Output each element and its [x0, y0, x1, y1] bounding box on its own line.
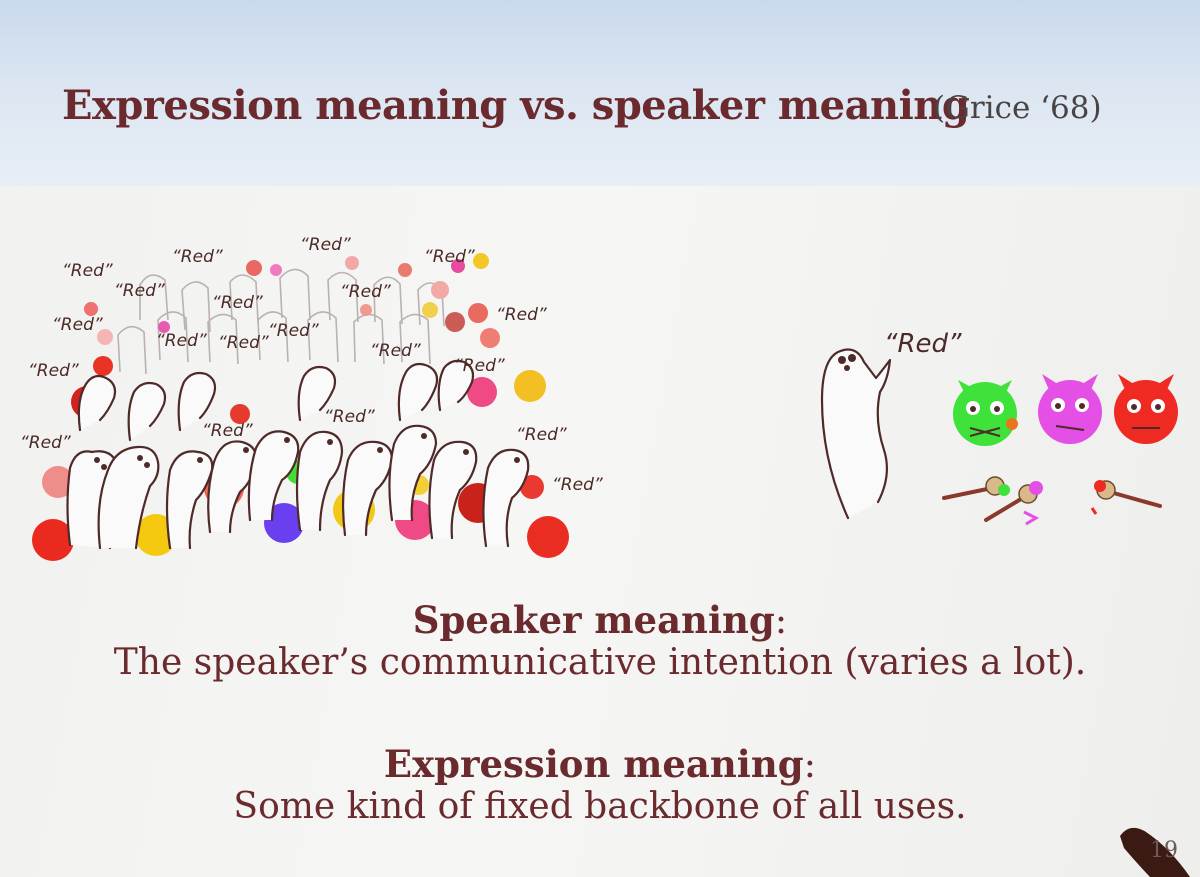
crowd-quote: “Red” [212, 293, 263, 313]
crowd-quotes: “Red” “Red” “Red” “Red” “Red” “Red” “Red… [20, 235, 603, 495]
crowd-quote: “Red” [370, 341, 421, 361]
green-cat-icon [953, 380, 1018, 446]
paintbrush-icon [984, 481, 1043, 526]
crowd-quote: “Red” [20, 433, 71, 453]
speaker-quote: “Red” [884, 329, 962, 359]
expression-meaning-block: Expression meaning: Some kind of fixed b… [0, 742, 1200, 827]
crowd-quote: “Red” [552, 475, 603, 495]
crowd-quote: “Red” [496, 305, 547, 325]
speaker-hand [820, 348, 892, 520]
page-number: 19 [1150, 838, 1178, 863]
crowd-quote: “Red” [424, 247, 475, 267]
red-cat-icon [1114, 374, 1178, 444]
crowd-quote: “Red” [156, 331, 207, 351]
crowd-quote: “Red” [28, 361, 79, 381]
title-band [0, 0, 1200, 186]
paintbrush-icon [1090, 480, 1162, 515]
raised-hands [66, 359, 530, 550]
crowd-illustration: “Red” “Red” “Red” “Red” “Red” “Red” “Red… [20, 235, 603, 561]
speaker-meaning-block: Speaker meaning: The speaker’s communica… [0, 598, 1200, 683]
crowd-quote: “Red” [454, 356, 505, 376]
crowd-quote: “Red” [172, 247, 223, 267]
color-dots [32, 253, 569, 561]
crowd-quote: “Red” [62, 261, 113, 281]
crowd-quote: “Red” [340, 282, 391, 302]
speaker-illustration: “Red” [820, 329, 1178, 526]
citation: (Grice ‘68) [933, 90, 1102, 126]
background-hands [117, 268, 445, 375]
crowd-quote: “Red” [52, 315, 103, 335]
crowd-quote: “Red” [268, 321, 319, 341]
expression-meaning-definition: Some kind of fixed backbone of all uses. [233, 786, 967, 827]
crowd-quote: “Red” [300, 235, 351, 255]
expression-meaning-colon: : [803, 743, 817, 786]
crowd-quote: “Red” [114, 281, 165, 301]
crowd-quote: “Red” [324, 407, 375, 427]
expression-meaning-term: Expression meaning [383, 742, 804, 786]
slide-title: Expression meaning vs. speaker meaning [62, 82, 970, 129]
crowd-quote: “Red” [202, 421, 253, 441]
speaker-meaning-definition: The speaker’s communicative intention (v… [113, 642, 1087, 683]
crowd-quote: “Red” [218, 333, 269, 353]
speaker-meaning-term: Speaker meaning [412, 598, 775, 642]
paintbrush-icon [942, 476, 1010, 500]
pink-cat-icon [1038, 374, 1102, 444]
crowd-quote: “Red” [516, 425, 567, 445]
speaker-meaning-colon: : [774, 599, 788, 642]
